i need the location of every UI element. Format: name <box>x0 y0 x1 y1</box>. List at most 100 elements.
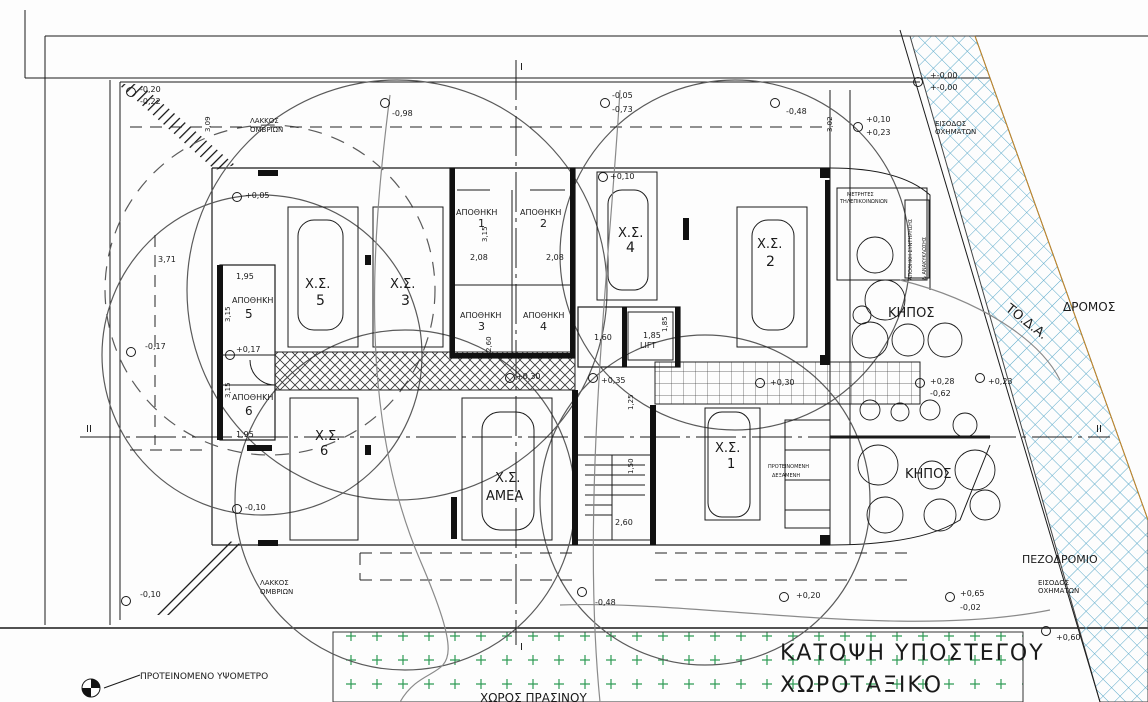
meters-label-b: ΤΗΛΕΠΙΚΟΙΝΩΝΙΩΝ <box>839 199 888 205</box>
storage-num-4: 4 <box>540 320 547 333</box>
aux-label-b: & ΑΝΑΚΥΚΛΩΣΗΣ <box>922 237 928 280</box>
svg-text:1,50: 1,50 <box>627 458 635 474</box>
svg-text:-0,62: -0,62 <box>930 389 951 398</box>
parking-bays <box>287 171 808 541</box>
svg-text:+0,60: +0,60 <box>1056 633 1081 642</box>
svg-text:-0,02: -0,02 <box>960 603 981 612</box>
pit-label-1a: ΛΑΚΚΟΣ <box>250 117 279 125</box>
ramp-grid <box>654 361 921 405</box>
svg-text:ΟΧΗΜΑΤΩΝ: ΟΧΗΜΑΤΩΝ <box>935 128 976 136</box>
parking-label-6: Χ.Σ. <box>315 429 340 444</box>
garden-label-2: ΚΗΠΟΣ <box>905 467 952 482</box>
svg-text:I: I <box>520 642 523 653</box>
svg-text:2,60: 2,60 <box>615 518 633 527</box>
svg-text:+0,23: +0,23 <box>988 377 1013 386</box>
legend: ΠΡΟΤΕΙΝΟΜΕΝΟ ΥΨΟΜΕΤΡΟ <box>81 672 268 698</box>
svg-text:2,08: 2,08 <box>470 253 488 262</box>
storage-num-2: 2 <box>540 217 547 230</box>
ramp-bottom-left <box>150 540 245 615</box>
parking-label-3: Χ.Σ. <box>390 277 415 292</box>
pit-label-1b: ΟΜΒΡΙΩΝ <box>250 126 283 134</box>
parking-num-4: 4 <box>626 240 635 256</box>
svg-text:+-0,00: +-0,00 <box>930 83 957 92</box>
legend-text: ΠΡΟΤΕΙΝΟΜΕΝΟ ΥΨΟΜΕΤΡΟ <box>140 672 268 682</box>
storage-label-5: ΑΠΟΘΗΚΗ <box>232 296 273 305</box>
parking-num-6: 6 <box>320 444 328 459</box>
svg-text:ΕΙΣΟΔΟΣ: ΕΙΣΟΔΟΣ <box>935 120 966 128</box>
svg-text:+0,10: +0,10 <box>610 172 635 181</box>
storage-label-2: ΑΠΟΘΗΚΗ <box>520 208 561 217</box>
garden-trees <box>851 236 1001 534</box>
cars <box>297 189 795 531</box>
storage-left <box>217 264 276 441</box>
storage-label-3: ΑΠΟΘΗΚΗ <box>460 311 501 320</box>
driving-lines <box>130 126 915 581</box>
svg-text:+0,10: +0,10 <box>866 115 891 124</box>
parking-label-amea: Χ.Σ. <box>495 471 520 486</box>
svg-text:II: II <box>1096 424 1102 435</box>
svg-text:+0,28: +0,28 <box>930 377 955 386</box>
right-rooms <box>784 187 990 529</box>
svg-text:+0,17: +0,17 <box>236 345 261 354</box>
svg-text:-0,73: -0,73 <box>612 105 633 114</box>
svg-text:2,08: 2,08 <box>546 253 564 262</box>
svg-text:+0,20: +0,20 <box>796 591 821 600</box>
parking-label-4: Χ.Σ. <box>618 226 643 241</box>
svg-text:3,09: 3,09 <box>204 116 212 132</box>
level-markers <box>121 77 1051 636</box>
svg-text:+0,30: +0,30 <box>770 378 795 387</box>
meters-label-a: ΜΕΤΡΗΤΕΣ <box>847 192 874 198</box>
svg-text:+0,05: +0,05 <box>245 191 270 200</box>
svg-text:1,95: 1,95 <box>236 272 254 281</box>
svg-text:I: I <box>520 62 523 73</box>
svg-text:+-0,00: +-0,00 <box>930 71 957 80</box>
svg-text:ΕΙΣΟΔΟΣ: ΕΙΣΟΔΟΣ <box>1038 579 1069 587</box>
building-outline <box>211 90 991 546</box>
plan-title-2: ΧΩΡΟΤΑΞΙΚΟ <box>780 673 943 698</box>
parking-num-amea: ΑΜΕΑ <box>486 489 523 504</box>
columns <box>247 168 830 546</box>
parking-num-3: 3 <box>401 293 410 309</box>
parking-num-2: 2 <box>766 254 775 270</box>
pit-label-2a: ΛΑΚΚΟΣ <box>260 579 289 587</box>
svg-text:-0,98: -0,98 <box>392 109 413 118</box>
plot-border <box>0 10 1148 629</box>
plan-title-1: ΚΑΤΟΨΗ ΥΠΟΣΤΕΓΟΥ <box>780 641 1045 666</box>
road-strip <box>899 29 1148 702</box>
storage-num-5: 5 <box>245 307 253 321</box>
storage-block <box>449 167 576 359</box>
svg-text:1,60: 1,60 <box>594 333 612 342</box>
proposed-label-b: ΔΕΞΑΜΕΝΗ <box>772 473 800 479</box>
proposed-label-a: ΠΡΟΤΕΙΝΟΜΕΝΗ <box>768 464 809 470</box>
parking-label-1: Χ.Σ. <box>715 441 740 456</box>
svg-text:-0,10: -0,10 <box>140 590 161 599</box>
aux-label-a: ΑΠΟΘΗΚΗ ΣΥΝΤΗΡΗΣΗΣ <box>908 219 914 280</box>
parking-num-1: 1 <box>727 457 735 472</box>
parking-num-5: 5 <box>316 293 325 309</box>
svg-text:-0,10: -0,10 <box>245 503 266 512</box>
svg-text:-0,05: -0,05 <box>612 91 633 100</box>
svg-text:-0,48: -0,48 <box>595 598 616 607</box>
svg-text:1,25: 1,25 <box>627 394 635 410</box>
svg-text:3,15: 3,15 <box>481 226 489 242</box>
svg-text:+0,65: +0,65 <box>960 589 985 598</box>
core <box>572 306 681 545</box>
road-label: ΔΡΟΜΟΣ <box>1063 300 1115 314</box>
parking-label-2: Χ.Σ. <box>757 237 782 252</box>
plan-labels: ΑΠΟΘΗΚΗ 1 ΑΠΟΘΗΚΗ 2 ΑΠΟΘΗΚΗ 3 ΑΠΟΘΗΚΗ 4 … <box>86 62 1115 702</box>
svg-text:2,60: 2,60 <box>485 336 493 352</box>
svg-text:3,15: 3,15 <box>224 382 232 398</box>
svg-text:-0,48: -0,48 <box>786 107 807 116</box>
svg-text:-0,17: -0,17 <box>145 342 166 351</box>
svg-text:ΟΧΗΜΑΤΩΝ: ΟΧΗΜΑΤΩΝ <box>1038 587 1079 595</box>
svg-text:3,15: 3,15 <box>224 306 232 322</box>
svg-text:II: II <box>86 424 92 435</box>
svg-text:1,85: 1,85 <box>643 331 661 340</box>
storage-label-4: ΑΠΟΘΗΚΗ <box>523 311 564 320</box>
svg-text:-0,22: -0,22 <box>140 97 161 106</box>
storage-num-3: 3 <box>478 320 485 333</box>
green-area-label: ΧΩΡΟΣ ΠΡΑΣΙΝΟΥ <box>480 691 587 702</box>
parking-label-5: Χ.Σ. <box>305 277 330 292</box>
